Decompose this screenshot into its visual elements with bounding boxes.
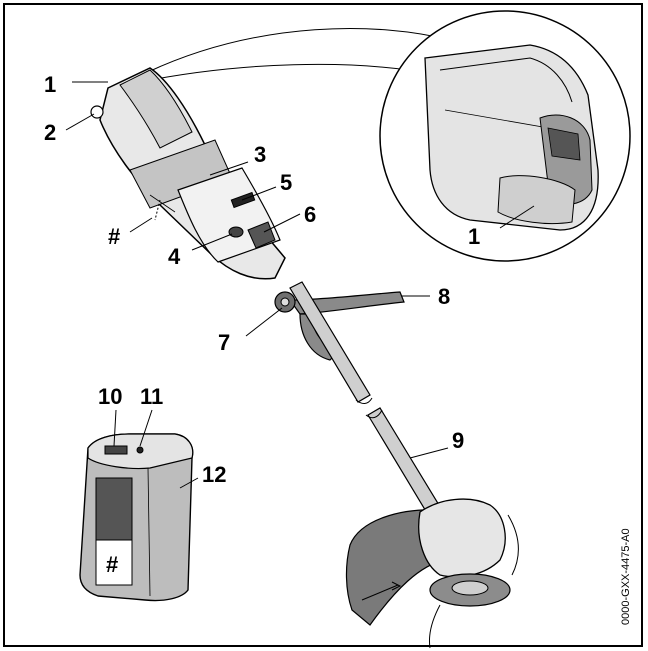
- callout-1-detail: 1: [468, 224, 480, 249]
- image-code: 0000-GXX-4475-A0: [620, 528, 632, 625]
- battery-edge: [147, 467, 151, 597]
- detail-release-recess: [497, 175, 576, 225]
- shaft-break-bottom: [365, 409, 383, 419]
- shaft: [289, 281, 443, 519]
- leader-10: [113, 409, 117, 447]
- battery-contacts: [95, 477, 133, 549]
- callout-hash-handle: #: [108, 224, 120, 249]
- housing-top-cover: [119, 69, 193, 149]
- detail-magnifier: [139, 10, 631, 262]
- motor-head: [418, 498, 506, 578]
- housing-label-mark: [154, 199, 161, 221]
- callout-8: 8: [438, 284, 450, 309]
- housing-seam: [149, 194, 176, 213]
- detail-callout-1-leader: [499, 205, 535, 229]
- rotation-arrow: [361, 584, 399, 601]
- callout-2: 2: [44, 120, 56, 145]
- callout-labels: 1 2 3 5 6 4 # 8 7 10 11 12 9 # 1: [44, 72, 480, 577]
- detail-housing-edge: [439, 57, 573, 103]
- cutting-head: [345, 498, 519, 649]
- leader-9: [409, 447, 449, 459]
- magnifier-leader-top: [147, 27, 451, 73]
- trigger-switch: [228, 226, 244, 238]
- leader-4: [191, 233, 233, 251]
- callout-5: 5: [280, 170, 292, 195]
- leader-12: [179, 477, 199, 489]
- magnifier-leader-bottom: [139, 63, 409, 83]
- leader-6: [263, 213, 301, 233]
- rotation-arrowhead: [391, 581, 402, 591]
- callout-4: 4: [168, 244, 181, 269]
- leader-3: [209, 161, 249, 176]
- callout-1: 1: [44, 72, 56, 97]
- callout-10: 10: [98, 384, 122, 409]
- housing-eyelet: [90, 105, 104, 119]
- shaft-break-top: [355, 397, 373, 404]
- callout-11: 11: [140, 384, 163, 409]
- cutting-line-left: [429, 604, 441, 649]
- speed-switch: [247, 221, 276, 249]
- leader-5: [241, 186, 277, 201]
- battery: [79, 433, 194, 602]
- battery-label-plate: [95, 539, 133, 586]
- leader-7: [245, 307, 283, 337]
- leader-11: [139, 409, 153, 447]
- leader-lines: [65, 81, 449, 489]
- callout-7: 7: [218, 330, 230, 355]
- loop-handle-screw: [280, 297, 290, 307]
- callout-12: 12: [202, 462, 226, 487]
- spool-cap: [451, 580, 489, 596]
- detail-latch-tab: [547, 127, 581, 161]
- leader-2: [65, 113, 95, 131]
- shaft-upper: [289, 281, 371, 403]
- battery-charge-indicator: [104, 445, 128, 455]
- battery-button: [136, 446, 144, 454]
- leader-hash-handle: [129, 217, 153, 233]
- callout-hash-battery: #: [106, 552, 118, 577]
- cutting-line-right: [507, 514, 519, 576]
- shaft-lower: [367, 407, 443, 519]
- callout-9: 9: [452, 428, 464, 453]
- handle-housing: [90, 67, 286, 280]
- callout-3: 3: [254, 142, 266, 167]
- callout-6: 6: [304, 202, 316, 227]
